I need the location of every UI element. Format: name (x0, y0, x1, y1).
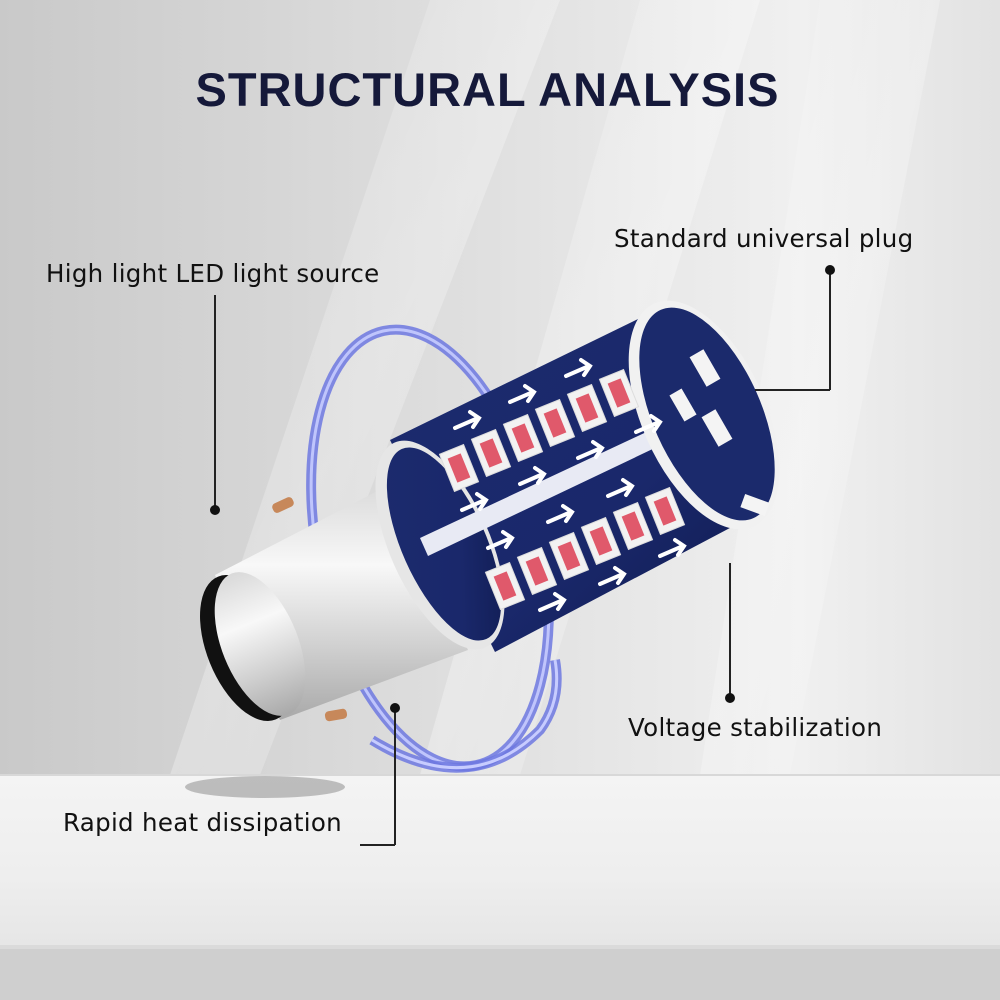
heat-dot (390, 703, 400, 713)
arrow-marks (453, 358, 687, 612)
pcb-cylinder (375, 300, 780, 652)
callout-heat-dissipation: Rapid heat dissipation (63, 808, 342, 837)
callout-led-source: High light LED light source (46, 259, 380, 288)
page-title: STRUCTURAL ANALYSIS (195, 63, 780, 116)
led-chips (438, 368, 686, 611)
plug-dot (825, 265, 835, 275)
callout-universal-plug: Standard universal plug (614, 224, 914, 253)
callout-voltage-stabilization: Voltage stabilization (628, 713, 883, 742)
led-source-dot (210, 505, 220, 515)
leader-lines (214, 270, 831, 846)
voltage-dot (725, 693, 735, 703)
